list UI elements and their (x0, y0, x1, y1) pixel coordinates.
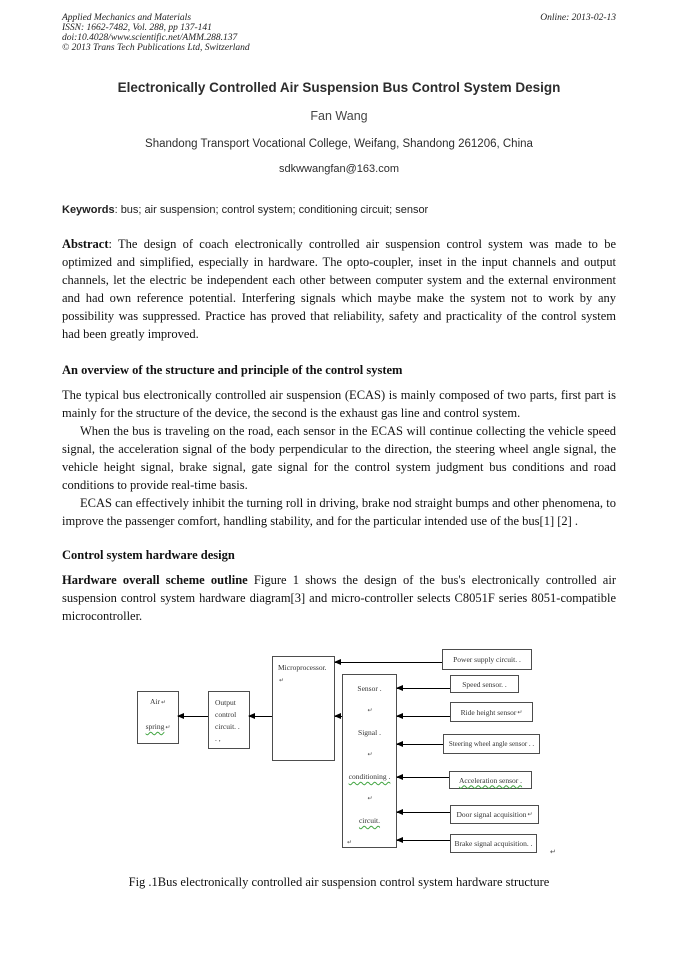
conditioning-label-1: Sensor . (357, 684, 382, 693)
overview-paragraph-3: ECAS can effectively inhibit the turning… (62, 496, 616, 528)
author-name: Fan Wang (310, 109, 368, 123)
return-mark-icon: ↵ (367, 796, 373, 802)
box-speed-sensor: Speed sensor. . (450, 675, 519, 693)
box-power-supply-circuit: Power supply circuit. . (442, 649, 532, 670)
online-date: Online: 2013-02-13 (540, 13, 616, 23)
output-control-label-1: Output (215, 698, 236, 707)
arrow-output-to-airspring (177, 713, 208, 719)
return-mark-icon: ↵ (367, 752, 373, 758)
abstract-text: : The design of coach electronically con… (62, 237, 616, 341)
return-mark-icon: ↵ (517, 709, 523, 716)
return-mark-icon: ↵ (550, 848, 556, 856)
paper-title: Electronically Controlled Air Suspension… (117, 80, 561, 95)
hardware-paragraph-1: Hardware overall scheme outline Figure 1… (62, 571, 616, 625)
box-sensor-signal-conditioning-circuit: Sensor . ↵ Signal . ↵ conditioning . ↵ c… (342, 674, 397, 848)
author-email: sdkwwangfan@163.com (278, 163, 399, 175)
keywords-line: Keywords: bus; air suspension; control s… (62, 204, 616, 216)
arrow-power-to-microprocessor (334, 659, 442, 665)
return-mark-icon: ↵ (527, 812, 533, 818)
section-heading-overview: An overview of the structure and princip… (62, 363, 403, 377)
keywords-label: Keywords (62, 204, 115, 216)
box-output-control-circuit: Output control circuit. . . , (208, 691, 250, 749)
speed-sensor-label: Speed sensor. . (462, 679, 507, 689)
journal-name: Applied Mechanics and Materials (62, 13, 192, 23)
microprocessor-label: Microprocessor. (278, 663, 327, 672)
air-spring-label-1: Air (149, 697, 160, 706)
output-control-label-2: control (215, 710, 237, 719)
section-heading-hardware: Control system hardware design (62, 548, 235, 562)
keywords-text: : bus; air suspension; control system; c… (114, 204, 429, 216)
journal-doi: doi:10.4028/www.scientific.net/AMM.288.1… (62, 33, 238, 43)
arrow-brake-to-conditioning (396, 837, 450, 843)
overview-paragraph-2: When the bus is traveling on the road, e… (62, 424, 616, 492)
acceleration-label: Acceleration sensor . (458, 775, 523, 785)
arrow-door-to-conditioning (396, 809, 450, 815)
arrow-conditioning-to-microprocessor (334, 713, 342, 719)
ride-height-label: Ride height sensor (460, 707, 517, 717)
arrow-ride-to-conditioning (396, 713, 450, 719)
power-supply-label: Power supply circuit. . (453, 655, 521, 664)
return-mark-icon: ↵ (160, 700, 167, 706)
return-mark-icon: ↵ (279, 678, 285, 684)
output-control-label-4: . , (215, 734, 221, 743)
box-brake-signal-acquisition: Brake signal acquisition. . (450, 834, 537, 853)
journal-header: Applied Mechanics and Materials ISSN: 16… (62, 13, 616, 53)
abstract-paragraph: Abstract: The design of coach electronic… (62, 235, 616, 343)
output-control-label-3: circuit. . (215, 722, 240, 731)
figure-caption: Fig .1Bus electronically controlled air … (128, 875, 550, 889)
abstract-label: Abstract (62, 237, 109, 251)
brake-signal-label: Brake signal acquisition. . (454, 839, 533, 848)
journal-issn-volume: ISSN: 1662-7482, Vol. 288, pp 137-141 (62, 23, 212, 33)
return-mark-icon: ↵ (367, 708, 373, 714)
door-signal-label: Door signal acquisition (456, 810, 527, 819)
box-ride-height-sensor: Ride height sensor↵ (450, 702, 533, 722)
box-door-signal-acquisition: Door signal acquisition↵ (450, 805, 539, 824)
conditioning-label-4: circuit. (358, 816, 381, 825)
arrow-steering-to-conditioning (396, 741, 443, 747)
arrow-speed-to-conditioning (396, 685, 450, 691)
box-air-spring: Air↵ spring↵ (137, 691, 179, 744)
box-microprocessor: Microprocessor. ↵ (272, 656, 335, 761)
overview-paragraph-1: The typical bus electronically controlle… (62, 388, 616, 420)
journal-header-left: Applied Mechanics and Materials ISSN: 16… (62, 13, 250, 53)
return-mark-icon: ↵ (165, 725, 171, 731)
conditioning-label-3: conditioning . (348, 772, 391, 781)
arrow-microprocessor-to-output (248, 713, 272, 719)
return-mark-icon: ↵ (347, 840, 353, 846)
box-acceleration-sensor: Acceleration sensor . (449, 771, 532, 789)
hardware-text: Figure 1 shows the design of the bus's e… (62, 573, 616, 623)
hardware-lead-in: Hardware overall scheme outline (62, 573, 248, 587)
arrow-acceleration-to-conditioning (396, 774, 449, 780)
conditioning-label-2: Signal . (358, 728, 381, 737)
figure-1-diagram: Air↵ spring↵ Output control circuit. . .… (62, 646, 616, 868)
steering-wheel-label: Steering wheel angle sensor . . (448, 740, 535, 748)
box-steering-wheel-angle-sensor: Steering wheel angle sensor . . (443, 734, 540, 754)
journal-copyright: © 2013 Trans Tech Publications Ltd, Swit… (62, 43, 250, 53)
affiliation: Shandong Transport Vocational College, W… (145, 138, 533, 150)
air-spring-label-2: spring (145, 722, 165, 731)
